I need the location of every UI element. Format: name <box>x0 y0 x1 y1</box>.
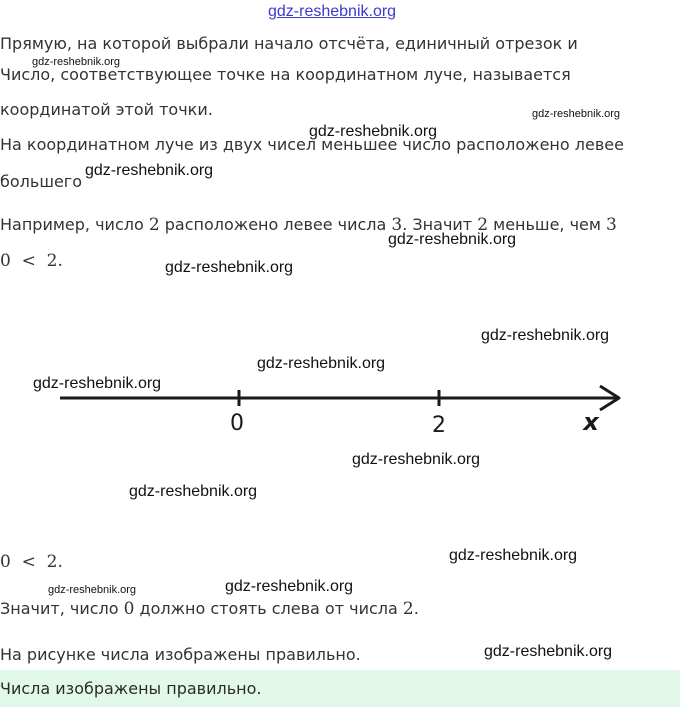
watermark: gdz-reshebnik.org <box>532 108 621 120</box>
tick-label-2: 2 <box>432 413 446 438</box>
watermark: gdz-reshebnik.org <box>257 355 386 372</box>
example-sentence: Например, число 2 расположено левее числ… <box>0 215 617 235</box>
example-number: 2 <box>477 215 489 235</box>
answer-box: Числа изображены правильно. <box>0 670 680 707</box>
paragraph-line-5: большего <box>0 172 82 191</box>
watermark: gdz-reshebnik.org <box>129 483 258 500</box>
conclusion-text: Значит, число <box>0 599 124 618</box>
example-number: 3 <box>391 215 403 235</box>
inequality-1: 0 < 2. <box>0 251 63 271</box>
conclusion-number: 0 <box>123 599 135 619</box>
example-text: расположено левее числа <box>159 215 392 234</box>
watermark: gdz-reshebnik.org <box>33 375 162 392</box>
watermark: gdz-reshebnik.org <box>32 56 121 68</box>
tick-label-0: 0 <box>230 411 244 436</box>
paragraph-line-2: Число, соответствующее точке на координа… <box>0 65 571 84</box>
conclusion-text: . <box>413 599 419 618</box>
example-number: 3 <box>606 215 617 235</box>
answer-text: Числа изображены правильно. <box>0 679 262 698</box>
conclusion-sentence: Значит, число 0 должно стоять слева от ч… <box>0 599 419 619</box>
axis-arrow <box>599 384 621 412</box>
watermark: gdz-reshebnik.org <box>225 578 354 595</box>
paragraph-line-4: На координатном луче из двух чисел меньш… <box>0 135 624 154</box>
watermark: gdz-reshebnik.org <box>388 231 517 248</box>
example-text: Например, число <box>0 215 149 234</box>
watermark: gdz-reshebnik.org <box>352 451 481 468</box>
watermark: gdz-reshebnik.org <box>48 584 137 596</box>
conclusion-number: 2 <box>402 599 414 619</box>
example-number: 2 <box>148 215 160 235</box>
inequality-2: 0 < 2. <box>0 552 63 572</box>
watermark: gdz-reshebnik.org <box>85 162 214 179</box>
number-line-figure: 0 2 x <box>60 384 621 438</box>
axis-label-x: x <box>582 408 600 436</box>
example-text: . Значит <box>402 215 478 234</box>
example-text: меньше, чем <box>488 215 607 234</box>
watermark: gdz-reshebnik.org <box>449 547 578 564</box>
picture-note: На рисунке числа изображены правильно. <box>0 645 361 664</box>
watermark: gdz-reshebnik.org <box>481 327 610 344</box>
paragraph-line-3: координатой этой точки. <box>0 100 213 119</box>
watermark: gdz-reshebnik.org <box>165 259 294 276</box>
conclusion-text: должно стоять слева от числа <box>134 599 403 618</box>
paragraph-line-1: Прямую, на которой выбрали начало отсчёт… <box>0 34 578 53</box>
watermark: gdz-reshebnik.org <box>484 643 613 660</box>
watermark-top[interactable]: gdz-reshebnik.org <box>268 3 397 20</box>
watermark: gdz-reshebnik.org <box>309 123 438 140</box>
